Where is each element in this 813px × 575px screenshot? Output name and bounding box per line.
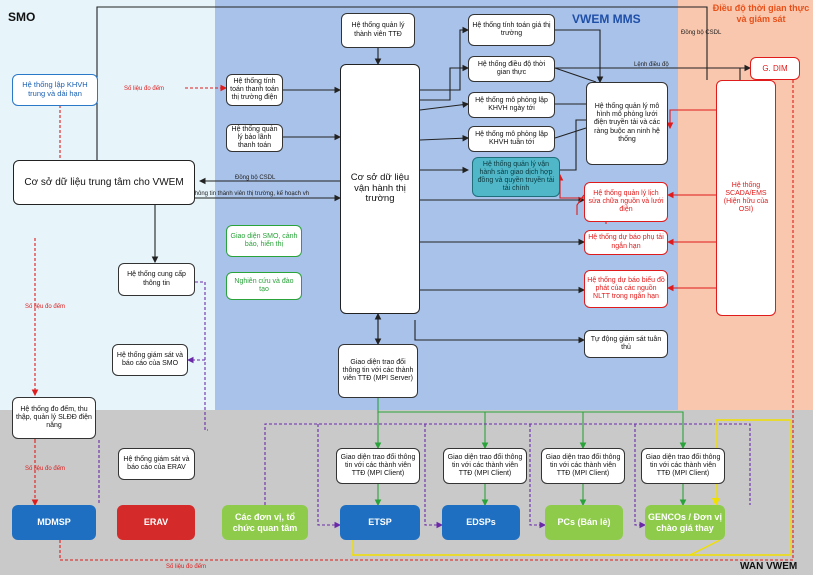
node-edsps: EDSPs <box>442 505 520 540</box>
node-mo-phong-tuan-toi: Hệ thống mô phỏng lập KHVH tuần tới <box>468 126 555 152</box>
edge-label-so-lieu-do-dem-top: Số liệu đo đếm <box>124 86 165 92</box>
node-giam-sat-erav: Hệ thống giám sát và báo cáo của ERAV <box>118 448 195 480</box>
node-giam-sat-smo: Hệ thống giám sát và báo cáo của SMO <box>112 344 188 376</box>
node-scada-ems: Hệ thống SCADA/EMS (Hiện hữu của OSI) <box>716 80 776 316</box>
node-tinh-toan-thanh-toan: Hệ thống tính toán thanh toán thị trường… <box>226 74 283 106</box>
node-erav: ERAV <box>117 505 195 540</box>
node-dieu-do-thoi-gian-thuc: Hệ thống điều độ thời gian thực <box>468 56 555 82</box>
node-don-vi-to-chuc: Các đơn vị, tổ chức quan tâm <box>222 505 308 540</box>
edge-label-so-lieu-do-dem-bottom: Số liệu đo đếm <box>166 564 207 570</box>
node-csdl-trung-tam: Cơ sở dữ liệu trung tâm cho VWEM <box>13 160 195 205</box>
edge-label-dong-bo-csdl-right: Đồng bộ CSDL <box>681 30 722 36</box>
edge-label-lenh-dieu-do: Lệnh điều độ <box>634 62 669 68</box>
wan-zone <box>0 410 813 575</box>
node-mpi-server: Giao diện trao đổi thông tin với các thà… <box>338 344 418 398</box>
node-mpi-client-edsps: Giao diện trao đổi thông tin với các thà… <box>443 448 527 484</box>
node-mpi-client-pcs: Giao diện trao đổi thông tin với các thà… <box>541 448 625 484</box>
node-nghien-cuu-dao-tao: Nghiên cứu và đào tạo <box>226 272 302 300</box>
edge-label-thong-tin-thanh-vien: thông tin thành viên thị trường, kế hoạc… <box>193 191 310 197</box>
node-khvh-trung-dai-han: Hệ thống lập KHVH trung và dài hạn <box>12 74 98 106</box>
node-mpi-client-gencos: Giao diện trao đổi thông tin với các thà… <box>641 448 725 484</box>
node-mo-hinh-luoi: Hệ thống quản lý mô hình mô phỏng lưới đ… <box>586 82 668 165</box>
node-etsp: ETSP <box>340 505 420 540</box>
edge-label-dong-bo-csdl-left: Đồng bộ CSDL <box>235 175 276 181</box>
node-mo-phong-ngay-toi: Hệ thống mô phỏng lập KHVH ngày tới <box>468 92 555 118</box>
node-cung-cap-thong-tin: Hệ thống cung cấp thông tin <box>118 263 195 296</box>
dispatch-zone-title: Điều độ thời gian thực và giám sát <box>712 3 810 24</box>
node-ql-thanh-vien: Hệ thống quản lý thành viên TTĐ <box>341 13 415 48</box>
edge-label-so-lieu-do-dem-low: Số liệu đo đếm <box>25 466 66 472</box>
wan-zone-title: WAN VWEM <box>740 561 798 572</box>
node-du-bao-nltt: Hệ thống dự báo biểu đồ phát của các ngu… <box>584 270 668 308</box>
node-do-dem: Hệ thống đo đếm, thu thập, quản lý SLĐĐ … <box>12 397 96 439</box>
smo-zone-title: SMO <box>8 10 36 24</box>
node-mdmsp: MDMSP <box>12 505 96 540</box>
smo-zone <box>0 0 215 410</box>
node-mpi-client-etsp: Giao diện trao đổi thông tin với các thà… <box>336 448 420 484</box>
node-du-bao-phu-tai: Hệ thống dự báo phụ tải ngắn hạn <box>584 230 668 255</box>
node-gencos: GENCOs / Đơn vị chào giá thay <box>645 505 725 540</box>
node-lich-sua-chua: Hệ thống quản lý lịch sửa chữa nguồn và … <box>584 182 668 222</box>
node-pcs: PCs (Bán lẻ) <box>545 505 623 540</box>
node-bao-lanh-thanh-toan: Hệ thống quản lý bảo lãnh thanh toán <box>226 124 283 152</box>
node-tu-dong-giam-sat: Tự động giám sát tuân thủ <box>584 330 668 358</box>
node-g-dim: G. DIM <box>750 57 800 80</box>
node-tinh-toan-gia: Hệ thống tính toán giá thị trường <box>468 14 555 46</box>
node-hop-dong-quyen-truyen-tai: Hệ thống quản lý vận hành sàn giao dịch … <box>472 157 560 197</box>
edge-label-so-lieu-do-dem-mid: Số liệu đo đếm <box>25 304 66 310</box>
node-csdl-van-hanh: Cơ sở dữ liệu vận hành thị trường <box>340 64 420 314</box>
mms-zone-title: VWEM MMS <box>572 12 641 26</box>
node-giao-dien-smo: Giao diện SMO, cảnh báo, hiển thị <box>226 225 302 257</box>
